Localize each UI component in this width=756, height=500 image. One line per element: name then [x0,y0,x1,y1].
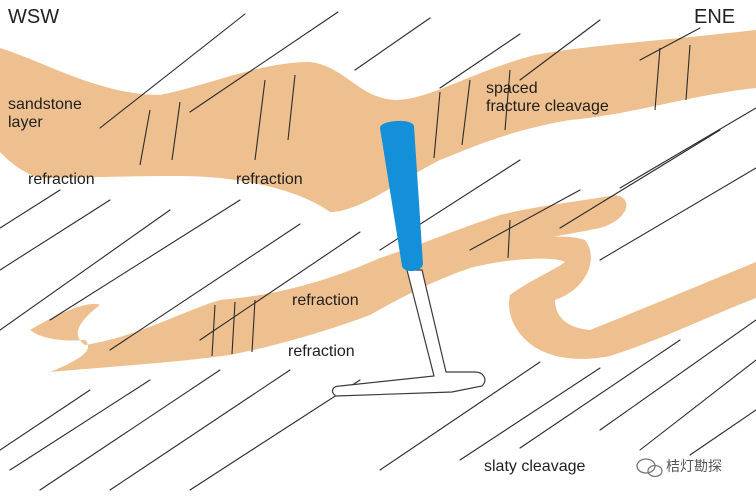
slaty-cleavage-label: slaty cleavage [484,458,586,475]
wechat-logo-icon [636,458,663,478]
refraction-label-3: refraction [292,292,359,309]
watermark-text: 桔灯勘探 [666,459,722,475]
hammer-head-shaft [331,269,486,397]
upper-sandstone-layer [0,30,756,212]
watermark: 桔灯勘探 [636,456,722,476]
spaced-fracture-cleavage-lines [139,44,691,357]
sandstone-layer-label: sandstone layer [8,96,82,131]
spaced-fracture-cleavage-label: spaced fracture cleavage [486,80,609,115]
lower-sandstone-layer [30,195,756,372]
refraction-label-4: refraction [288,343,355,360]
hammer-handle [380,120,423,272]
geological-hammer [331,120,486,397]
refraction-label-2: refraction [236,171,303,188]
direction-label-wsw: WSW [8,6,60,28]
refraction-label-1: refraction [28,171,95,188]
direction-label-ene: ENE [694,6,736,28]
slaty-cleavage-lines [0,11,756,491]
